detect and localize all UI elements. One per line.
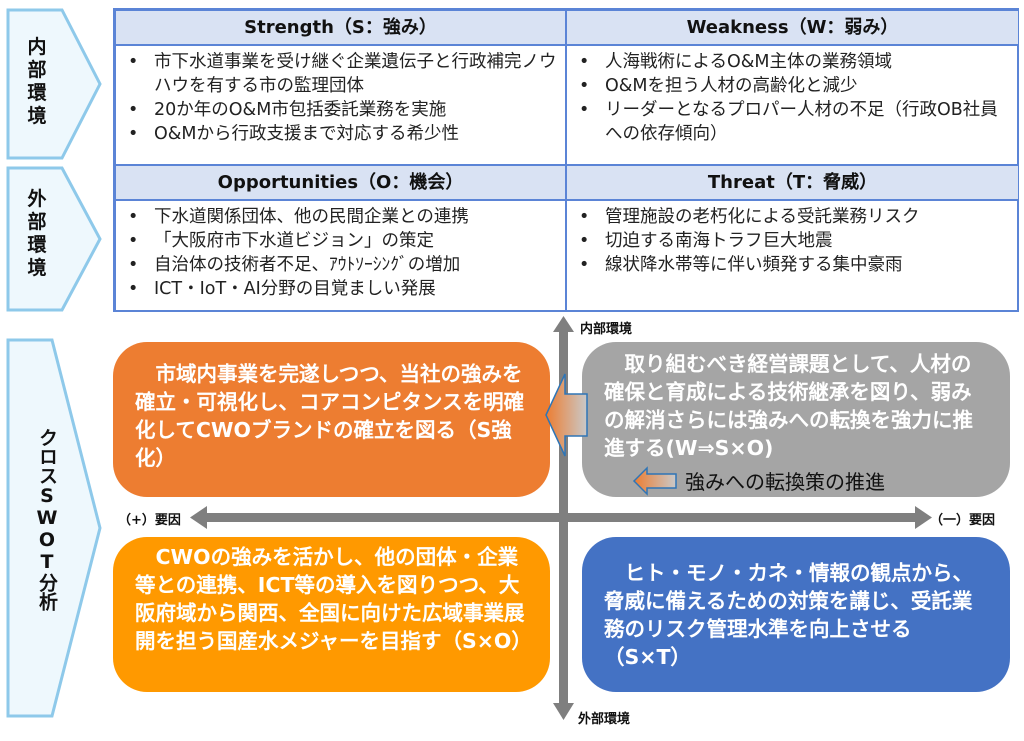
threat-item: 線状降水帯等に伴い頻発する集中豪雨 [579,253,1010,277]
swot-table: Strength（S：強み） Weakness（W：弱み） 市下水道事業を受け継… [113,8,1019,312]
wso-arrow-label: 強みへの転換策の推進 [685,470,885,494]
weakness-list: 人海戦術によるO&M主体の業務領域 O&Mを担う人材の高齢化と減少 リーダーとな… [566,45,1019,165]
strength-header: Strength（S：強み） [115,10,566,45]
threat-header: Threat（T：脅威） [566,165,1019,200]
threat-item: 切迫する南海トラフ巨大地震 [579,229,1010,253]
so-strengthen-box: 市域内事業を完遂しつつ、当社の強みを確立・可視化し、コアコンピタンスを明確化して… [113,342,550,497]
strength-item: 市下水道事業を受け継ぐ企業遺伝子と行政補完ノウハウを有する市の監理団体 [128,50,557,98]
external-env-arrow: 外部環境 [6,166,102,312]
wso-text: 取り組むべき経営課題として、人材の確保と育成による技術継承を図り、弱みの解消さら… [604,352,973,460]
wso-box: 取り組むべき経営課題として、人材の確保と育成による技術継承を図り、弱みの解消さら… [582,342,1010,497]
cross-swot-label: クロスSWOT分析 [36,428,58,611]
opportunity-item: ICT・IoT・AI分野の目覚ましい発展 [128,277,557,301]
weakness-header: Weakness（W：弱み） [566,10,1019,45]
axis-left-label: （+）要因 [118,513,181,528]
opportunity-item: 自治体の技術者不足、ｱｳﾄｿｰｼﾝｸﾞの増加 [128,253,557,277]
small-left-arrow-icon [632,466,677,496]
sxt-box: ヒト・モノ・カネ・情報の観点から、脅威に備えるための対策を講じ、受託業務のリスク… [582,537,1010,692]
internal-env-arrow: 内部環境 [6,8,102,160]
weakness-item: リーダーとなるプロパー人材の不足（行政OB社員への依存傾向） [579,98,1010,146]
opportunities-header: Opportunities（O：機会） [115,165,566,200]
strength-list: 市下水道事業を受け継ぐ企業遺伝子と行政補完ノウハウを有する市の監理団体 20か年… [115,45,566,165]
cross-swot-arrow: クロスSWOT分析 [6,338,102,718]
weakness-item: 人海戦術によるO&M主体の業務領域 [579,50,1010,74]
strength-item: O&Mから行政支援まで対応する希少性 [128,122,557,146]
threat-item: 管理施設の老朽化による受託業務リスク [579,205,1010,229]
sxo-box: CWOの強みを活かし、他の団体・企業等との連携、ICT等の導入を図りつつ、大阪府… [113,537,550,692]
left-arrow-icon [545,373,588,457]
axis-right-label: （一）要因 [930,513,996,528]
threat-list: 管理施設の老朽化による受託業務リスク 切迫する南海トラフ巨大地震 線状降水帯等に… [566,200,1019,312]
opportunity-item: 下水道関係団体、他の民間企業との連携 [128,205,557,229]
axis-top-label: 内部環境 [580,322,633,337]
axis-bottom-label: 外部環境 [578,712,631,727]
opportunity-item: 「大阪府市下水道ビジョン」の策定 [128,229,557,253]
external-env-label: 外部環境 [27,188,47,279]
strength-item: 20か年のO&M市包括委託業務を実施 [128,98,557,122]
opportunities-list: 下水道関係団体、他の民間企業との連携 「大阪府市下水道ビジョン」の策定 自治体の… [115,200,566,312]
internal-env-label: 内部環境 [27,36,47,127]
weakness-item: O&Mを担う人材の高齢化と減少 [579,74,1010,98]
